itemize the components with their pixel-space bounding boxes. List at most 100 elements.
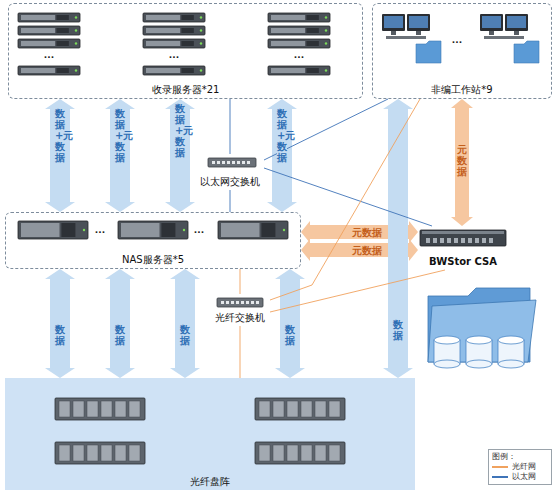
flow-arrow-body	[451, 99, 473, 226]
flow-arrow-body	[170, 269, 200, 378]
flow-arrow	[170, 269, 200, 378]
flow-label: 数据	[285, 324, 295, 346]
server-front	[21, 223, 60, 237]
node-label: 光纤交换机	[215, 312, 265, 324]
switch-port	[241, 301, 244, 304]
node-label: 光纤盘阵	[190, 476, 230, 488]
flow-arrow	[105, 269, 135, 378]
server-body	[143, 39, 205, 48]
flow-label: 数据	[180, 324, 190, 346]
cable-line	[230, 190, 231, 212]
flow-arrow	[45, 99, 75, 212]
disk-array-body	[255, 442, 345, 464]
server-icon	[18, 13, 80, 22]
server-bay	[56, 28, 68, 33]
flow-arrow	[383, 99, 413, 378]
server-icon	[18, 221, 88, 239]
disk-slot	[101, 401, 112, 417]
server-body	[18, 221, 88, 239]
server-led	[325, 29, 327, 31]
server-front	[146, 68, 180, 73]
server-led	[200, 42, 202, 44]
cable-line	[240, 326, 241, 378]
disk-slot	[115, 401, 126, 417]
disk-cylinder-base	[434, 360, 460, 368]
disk-slot	[129, 401, 140, 417]
disk-slot	[329, 445, 340, 461]
server-icon	[143, 13, 205, 22]
disk-array-icon	[55, 398, 145, 420]
switch-body	[208, 158, 256, 167]
network-line	[264, 168, 432, 226]
controller-port	[489, 238, 493, 243]
monitor-screen	[482, 16, 501, 28]
server-icon	[18, 26, 80, 35]
flow-arrow-body	[105, 99, 135, 212]
flow-arrow-body	[45, 99, 75, 212]
server-body	[18, 39, 80, 48]
group-box: 非编工作站*9	[372, 3, 552, 99]
server-body	[18, 26, 80, 35]
monitor-stand	[391, 31, 396, 35]
server-bay	[261, 223, 275, 237]
server-bay	[181, 28, 193, 33]
server-front	[221, 223, 260, 237]
disk-slot	[273, 401, 284, 417]
server-body	[268, 66, 330, 75]
legend-box: 图例：光纤网以太网	[488, 449, 552, 485]
server-front	[21, 28, 55, 33]
flow-label: 元数据	[350, 245, 384, 256]
network-line	[240, 326, 241, 378]
network-line	[270, 99, 420, 300]
server-icon	[18, 66, 80, 75]
legend-title: 图例：	[492, 452, 548, 462]
controller-port	[461, 238, 465, 243]
legend-line-sample	[492, 466, 508, 468]
legend-row: 光纤网	[492, 462, 548, 472]
switch-port	[242, 161, 245, 164]
server-bay	[56, 41, 68, 46]
server-body	[143, 66, 205, 75]
switch-body	[217, 298, 263, 307]
group-box: 收录服务器*21	[8, 3, 363, 99]
server-front	[146, 15, 180, 20]
switch-port	[246, 301, 249, 304]
controller-bevel	[422, 231, 504, 234]
server-led	[75, 42, 77, 44]
ellipsis-mark: ...	[452, 35, 462, 45]
disk-slot	[315, 401, 326, 417]
disk-slot	[73, 445, 84, 461]
cable-line	[230, 99, 231, 154]
switch-port	[227, 161, 230, 164]
flow-arrow-body	[165, 99, 195, 212]
legend-text: 光纤网	[512, 462, 536, 472]
server-icon	[268, 13, 330, 22]
disk-slot	[59, 401, 70, 417]
device-node: BWStor CSA	[418, 226, 508, 270]
controller-port	[454, 238, 458, 243]
monitor-screen	[409, 16, 428, 28]
server-body	[143, 26, 205, 35]
server-icon	[143, 26, 205, 35]
network-line	[230, 99, 231, 154]
server-body	[268, 26, 330, 35]
disk-slot	[59, 445, 70, 461]
server-front	[21, 15, 55, 20]
folder-icon	[514, 41, 539, 63]
flow-label: 数据+元数据	[55, 108, 65, 163]
disk-slot	[101, 445, 112, 461]
server-front	[271, 15, 305, 20]
switch-port	[231, 301, 234, 304]
flow-arrow	[267, 99, 297, 212]
server-led	[183, 229, 185, 231]
server-icon	[18, 39, 80, 48]
server-icon	[268, 26, 330, 35]
server-front	[21, 41, 55, 46]
server-body	[18, 66, 80, 75]
storage-controller-icon	[420, 230, 506, 246]
disk-array-icon	[255, 442, 345, 464]
ellipsis-mark: ...	[194, 225, 204, 235]
disk-cylinder-top	[434, 336, 460, 344]
server-bay	[61, 223, 75, 237]
server-bay	[181, 68, 193, 73]
